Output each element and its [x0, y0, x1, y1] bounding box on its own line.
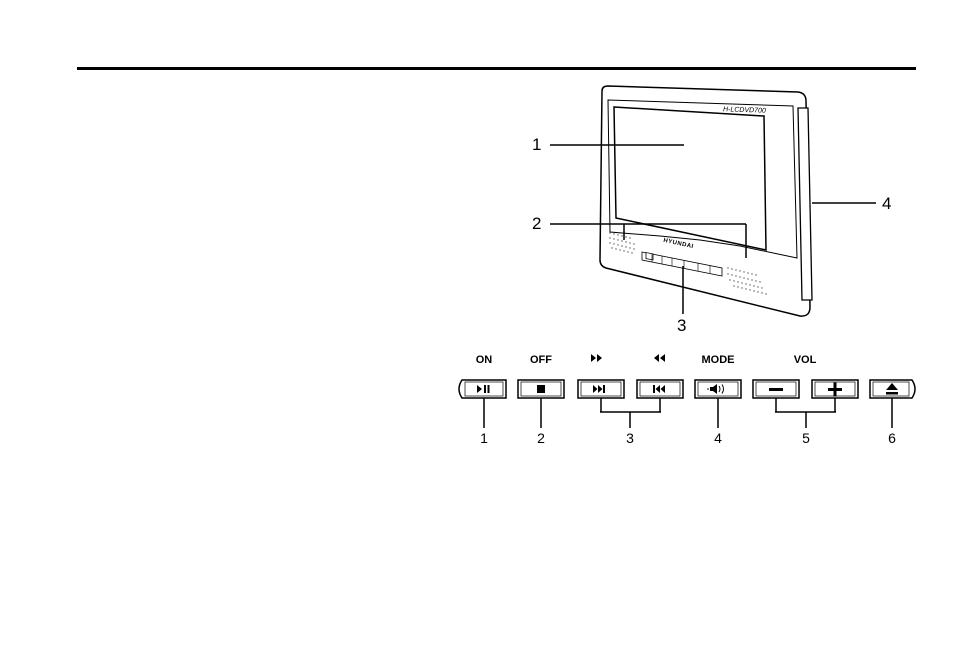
rew-header-icon [654, 354, 665, 362]
number-6: 6 [877, 431, 907, 445]
label-mode: MODE [688, 354, 748, 366]
stop-icon [537, 385, 545, 393]
number-5: 5 [791, 431, 821, 445]
plus-icon [834, 383, 837, 397]
label-on: ON [454, 354, 514, 366]
button-row [459, 380, 915, 398]
number-3: 3 [615, 431, 645, 445]
label-vol: VOL [775, 354, 835, 366]
label-off: OFF [511, 354, 571, 366]
callout-screen: 1 [532, 136, 541, 153]
minus-icon [769, 388, 783, 391]
number-1: 1 [469, 431, 499, 445]
ff-header-icon [591, 354, 602, 362]
callout-side-rail: 4 [882, 195, 891, 212]
number-2: 2 [526, 431, 556, 445]
callout-panel-buttons: 3 [677, 317, 686, 334]
callout-speakers: 2 [532, 215, 541, 232]
number-4: 4 [703, 431, 733, 445]
model-label: H-LCDVD700 [723, 106, 766, 114]
